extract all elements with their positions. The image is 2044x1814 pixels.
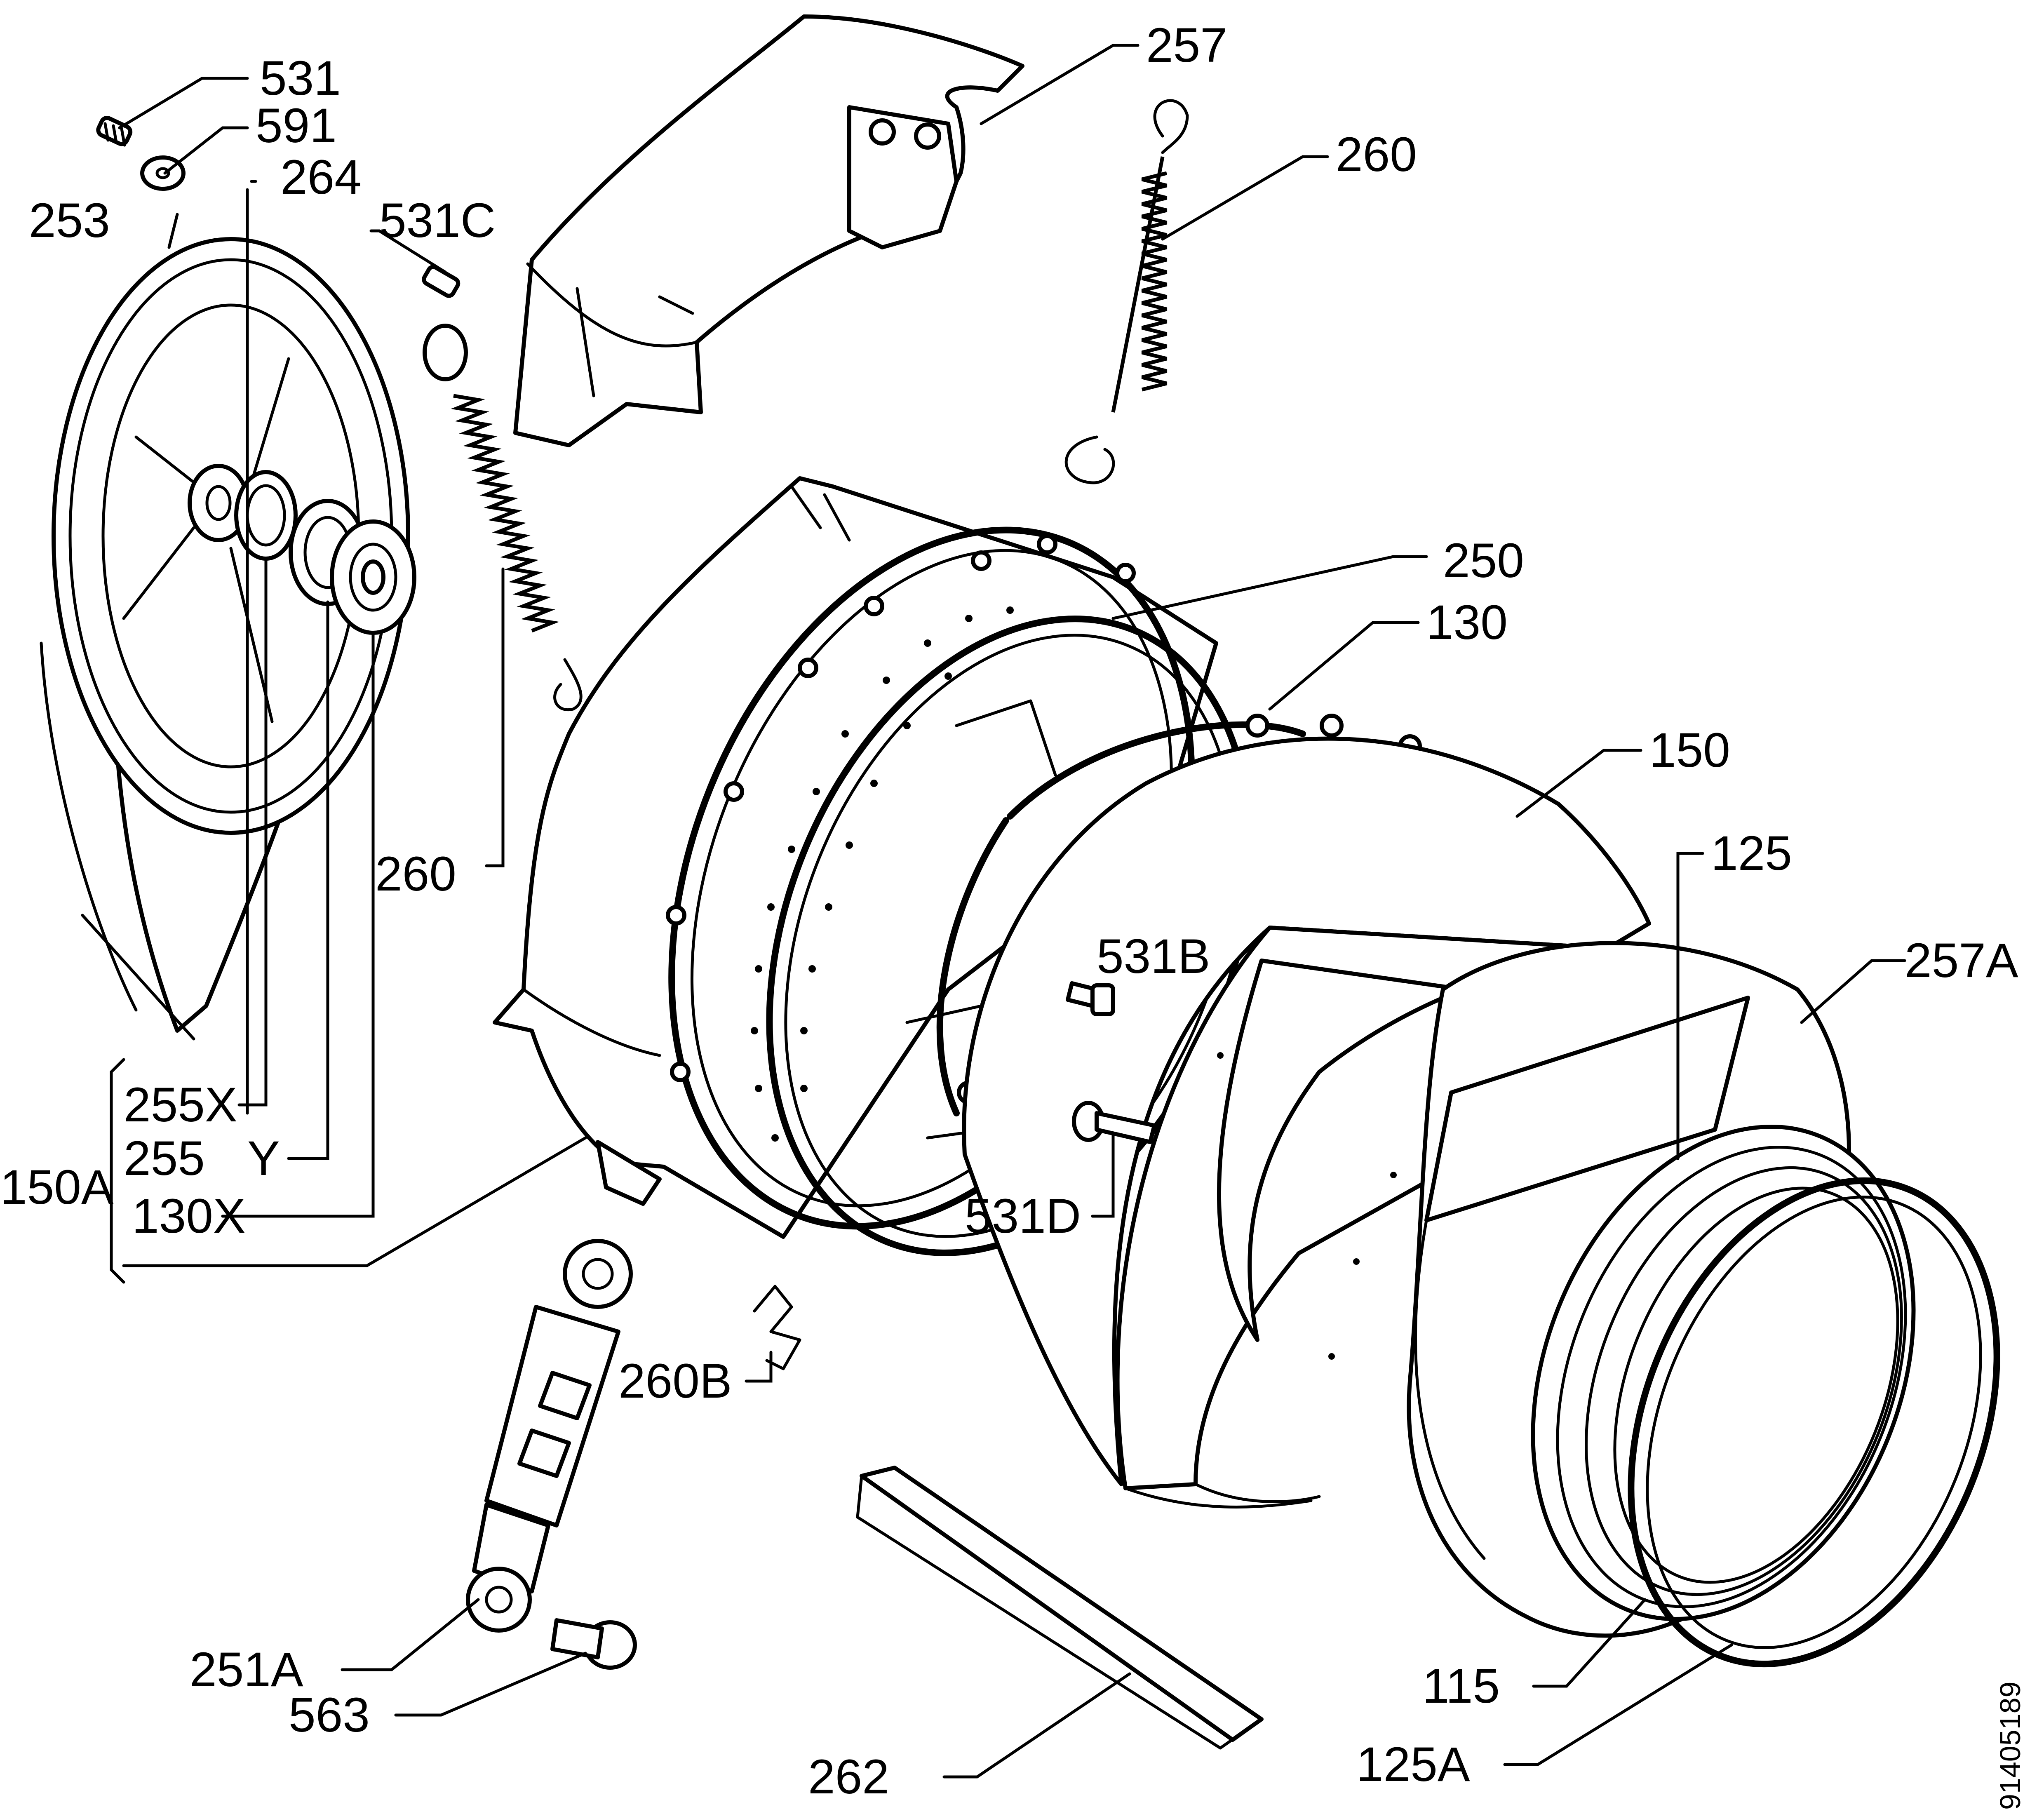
label-531: 531 xyxy=(260,51,341,106)
perforations xyxy=(751,606,1014,1142)
counterweight-257 xyxy=(513,14,1024,447)
label-y: Y xyxy=(247,1131,280,1186)
spring-260-left xyxy=(423,324,583,711)
label-531b: 531B xyxy=(1097,929,1210,984)
shock-absorber-251a xyxy=(466,1239,633,1633)
support-bar-262 xyxy=(856,1466,1264,1750)
rear-tub-150a xyxy=(493,476,1218,1239)
label-257a: 257A xyxy=(1905,933,2018,988)
label-591: 591 xyxy=(256,99,337,153)
label-257: 257 xyxy=(1146,18,1227,73)
label-255: 255 xyxy=(124,1131,205,1186)
label-115: 115 xyxy=(1422,1659,1500,1713)
seal-255x xyxy=(234,470,298,561)
label-125: 125 xyxy=(1711,826,1792,881)
label-260b: 260B xyxy=(618,1354,732,1408)
clip-260b xyxy=(753,1285,801,1370)
label-531c: 531C xyxy=(379,193,496,248)
part-labels: 531 591 264 253 531C 257 260 260 250 130… xyxy=(0,18,2026,1810)
leader-lines xyxy=(110,44,1906,1779)
clamp-ring-125a xyxy=(1628,1177,2000,1668)
label-250: 250 xyxy=(1443,533,1524,588)
label-260-left: 260 xyxy=(375,847,456,901)
label-531d: 531D xyxy=(965,1189,1081,1243)
spring-260-top xyxy=(1064,99,1189,484)
document-number: 91405189 xyxy=(1994,1682,2026,1810)
screw-531b xyxy=(1066,981,1115,1016)
bolt-563 xyxy=(550,1618,637,1670)
label-130x: 130X xyxy=(132,1189,246,1243)
label-150a: 150A xyxy=(0,1160,114,1215)
label-130: 130 xyxy=(1426,595,1508,650)
label-264: 264 xyxy=(280,150,362,204)
bearing-130x xyxy=(330,519,416,635)
flange-bolts xyxy=(666,534,1136,1082)
screw-531d xyxy=(1072,1101,1156,1144)
label-260-top: 260 xyxy=(1336,127,1417,182)
label-125a: 125A xyxy=(1356,1737,1470,1792)
label-262: 262 xyxy=(808,1750,889,1804)
label-253: 253 xyxy=(29,193,110,248)
label-255x: 255X xyxy=(124,1078,237,1132)
pulley-253 xyxy=(40,237,410,1041)
label-150: 150 xyxy=(1649,723,1730,778)
label-563: 563 xyxy=(289,1688,370,1742)
label-251a: 251A xyxy=(190,1642,303,1697)
screw-531 xyxy=(96,116,133,147)
